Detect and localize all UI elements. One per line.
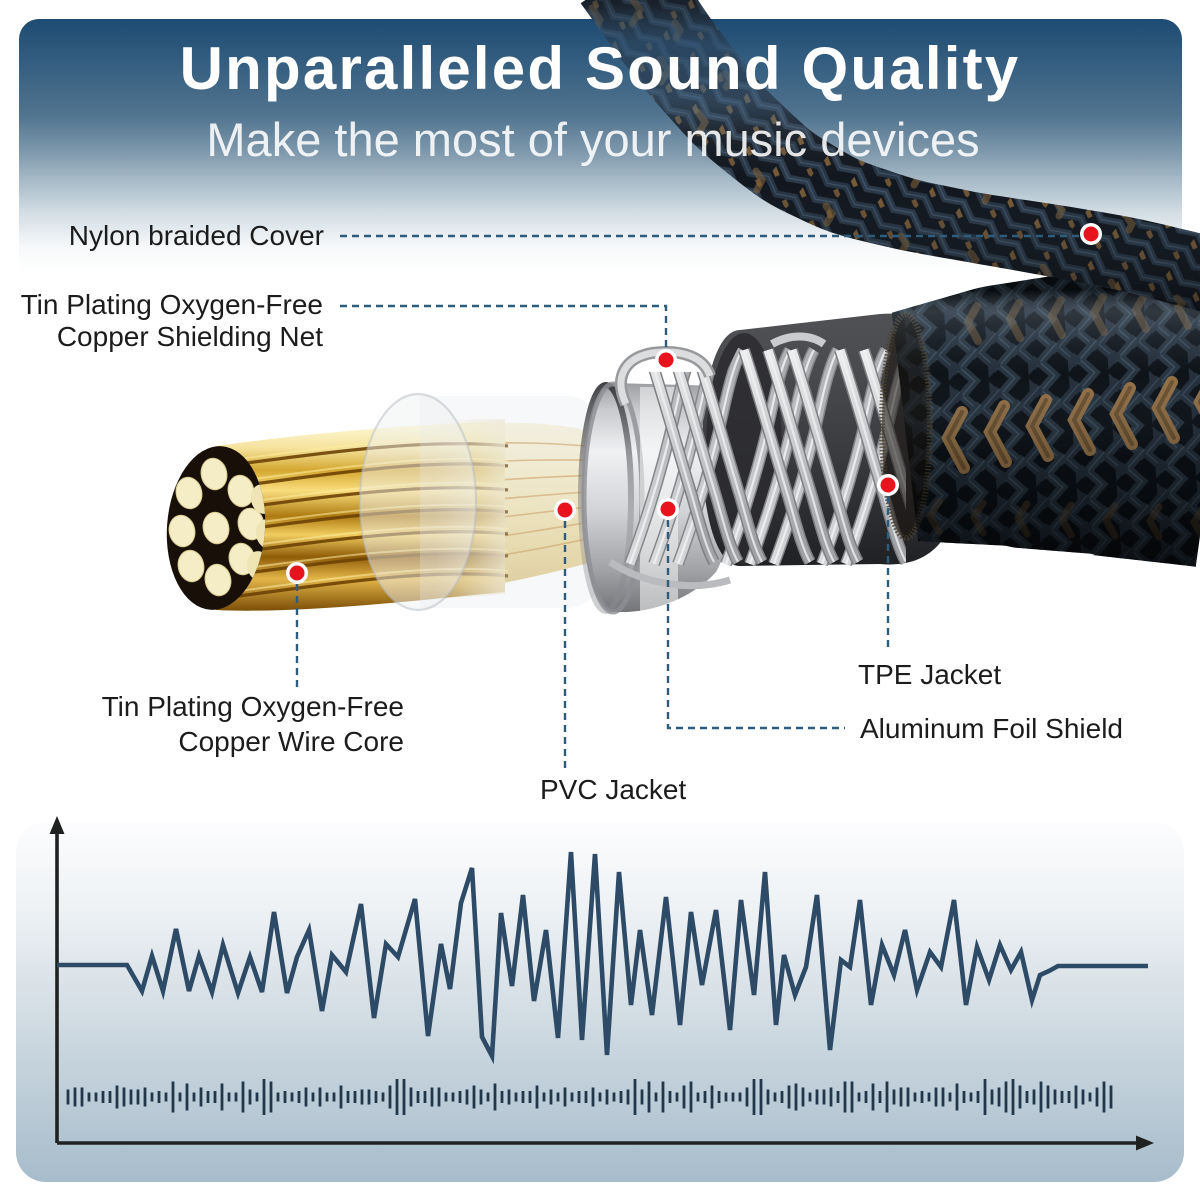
svg-text:Aluminum Foil Shield: Aluminum Foil Shield <box>860 713 1123 744</box>
svg-text:Nylon braided Cover: Nylon braided Cover <box>69 220 324 251</box>
svg-text:Make the most of your music de: Make the most of your music devices <box>206 113 979 166</box>
svg-text:Unparalleled Sound Quality: Unparalleled Sound Quality <box>180 35 1021 102</box>
svg-text:Tin Plating Oxygen-Free: Tin Plating Oxygen-Free <box>102 691 404 722</box>
svg-text:TPE Jacket: TPE Jacket <box>858 659 1001 690</box>
svg-text:PVC Jacket: PVC Jacket <box>540 774 686 805</box>
svg-text:Copper Shielding Net: Copper Shielding Net <box>57 321 323 352</box>
svg-text:Tin Plating Oxygen-Free: Tin Plating Oxygen-Free <box>21 289 323 320</box>
svg-text:Copper Wire Core: Copper Wire Core <box>178 726 404 757</box>
